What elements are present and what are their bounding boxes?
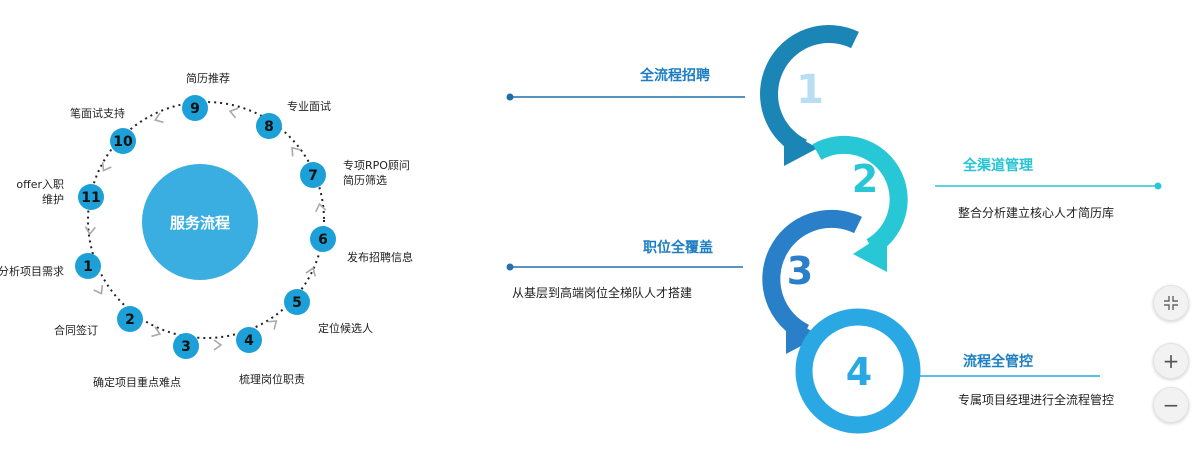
- step-number: 1: [83, 259, 93, 275]
- step-label: 笔面试支持: [70, 106, 125, 120]
- step-label: 专项RPO顾问: [343, 158, 410, 172]
- zoom-out-button[interactable]: −: [1153, 387, 1189, 423]
- feature-3-title: 职位全覆盖: [643, 239, 713, 256]
- step-number: 4: [244, 333, 254, 349]
- step-number: 6: [318, 232, 328, 248]
- feature-3-description: 从基层到高端岗位全梯队人才搭建: [512, 285, 692, 300]
- step-number: 9: [190, 101, 200, 117]
- step-badge: [256, 113, 282, 139]
- step-number: 3: [181, 339, 191, 355]
- step-label: 维护: [42, 192, 64, 206]
- cycle-arrow: [213, 339, 223, 351]
- ring-3-number: 3: [787, 249, 813, 293]
- cycle-arrow: [267, 320, 278, 330]
- feature-1-dot: [506, 93, 514, 101]
- feature-4-title: 流程全管控: [963, 353, 1033, 370]
- ring-2-arc: [812, 135, 908, 255]
- feature-rings: 1 2 3 4 全流程招聘 全渠道管理 整合分析建立核心人才简历库 职位全覆盖 …: [506, 25, 1162, 434]
- cycle-dotted-ring: [87, 101, 325, 339]
- ring-3-arc: [762, 209, 862, 342]
- ring-2-arrowhead: [853, 232, 887, 272]
- step-badge: [110, 128, 136, 154]
- cycle-arrow: [153, 112, 164, 124]
- ring-4-circle: [795, 308, 921, 434]
- cycle-arrow: [228, 107, 239, 119]
- cycle-step-10: 10 笔面试支持: [70, 106, 136, 154]
- cycle-step-3: 3 确定项目重点难点: [93, 333, 199, 389]
- step-label: 简历推荐: [186, 71, 230, 85]
- step-badge: [173, 333, 199, 359]
- cycle-arrow: [101, 161, 112, 172]
- step-number: 5: [292, 295, 302, 311]
- cycle-step-2: 2 合同签订: [54, 306, 143, 337]
- feature-1-title: 全流程招聘: [639, 67, 710, 84]
- step-badge: [284, 289, 310, 315]
- step-badge: [75, 253, 101, 279]
- step-label: 分析项目需求: [0, 264, 64, 278]
- feature-2-title: 全渠道管理: [962, 157, 1033, 174]
- ring-2-number: 2: [852, 157, 878, 201]
- step-badge: [310, 226, 336, 252]
- step-badge: [182, 95, 208, 121]
- collapse-icon: [1164, 296, 1178, 310]
- ring-1-number: 1: [796, 67, 824, 113]
- step-badge: [117, 306, 143, 332]
- ring-3-arrowhead: [786, 316, 820, 354]
- cycle-arrow: [291, 146, 301, 157]
- cycle-step-6: 6 发布招聘信息: [310, 226, 413, 264]
- step-number: 2: [125, 312, 135, 328]
- step-label: offer入职: [16, 178, 64, 191]
- step-badge: [78, 184, 104, 210]
- cycle-step-8: 8 专业面试: [256, 99, 331, 139]
- zoom-in-button[interactable]: +: [1153, 343, 1189, 379]
- step-label: 合同签订: [54, 323, 98, 337]
- step-label: 发布招聘信息: [347, 250, 413, 264]
- cycle-step-9: 9 简历推荐: [182, 71, 230, 121]
- step-label: 确定项目重点难点: [93, 375, 181, 389]
- center-circle: [142, 164, 258, 280]
- step-number: 11: [81, 190, 100, 206]
- cycle-arrow: [84, 226, 96, 236]
- cycle-arrow: [315, 202, 327, 213]
- step-number: 7: [308, 168, 318, 184]
- service-cycle: 服务流程 1 分析项目需求 2 合同签订 3 确定项目重点难点 4 梳理岗位职责 5 定位候选人 6…: [0, 71, 413, 389]
- feature-2-description: 整合分析建立核心人才简历库: [958, 205, 1114, 220]
- step-label: 专业面试: [287, 99, 331, 113]
- step-badge: [236, 327, 262, 353]
- step-label: 简历筛选: [343, 173, 387, 187]
- step-badge: [300, 162, 326, 188]
- cycle-step-1: 1 分析项目需求: [0, 253, 101, 279]
- feature-4-description: 专属项目经理进行全流程管控: [958, 392, 1114, 407]
- step-label: 梳理岗位职责: [239, 372, 305, 386]
- cycle-arrow: [151, 326, 162, 338]
- cycle-arrow: [305, 266, 317, 277]
- collapse-button[interactable]: [1153, 285, 1189, 321]
- feature-3-dot: [506, 263, 514, 271]
- cycle-step-4: 4 梳理岗位职责: [236, 327, 305, 386]
- step-number: 10: [113, 134, 133, 150]
- center-label: 服务流程: [170, 214, 230, 232]
- cycle-arrow: [93, 284, 104, 295]
- ring-1-arrowhead: [784, 130, 818, 166]
- step-number: 8: [264, 119, 274, 135]
- ring-4-number: 4: [846, 350, 872, 394]
- ring-1-arc: [760, 25, 859, 157]
- step-label: 定位候选人: [318, 321, 373, 335]
- feature-2-dot: [1154, 182, 1162, 190]
- cycle-step-5: 5 定位候选人: [284, 289, 373, 335]
